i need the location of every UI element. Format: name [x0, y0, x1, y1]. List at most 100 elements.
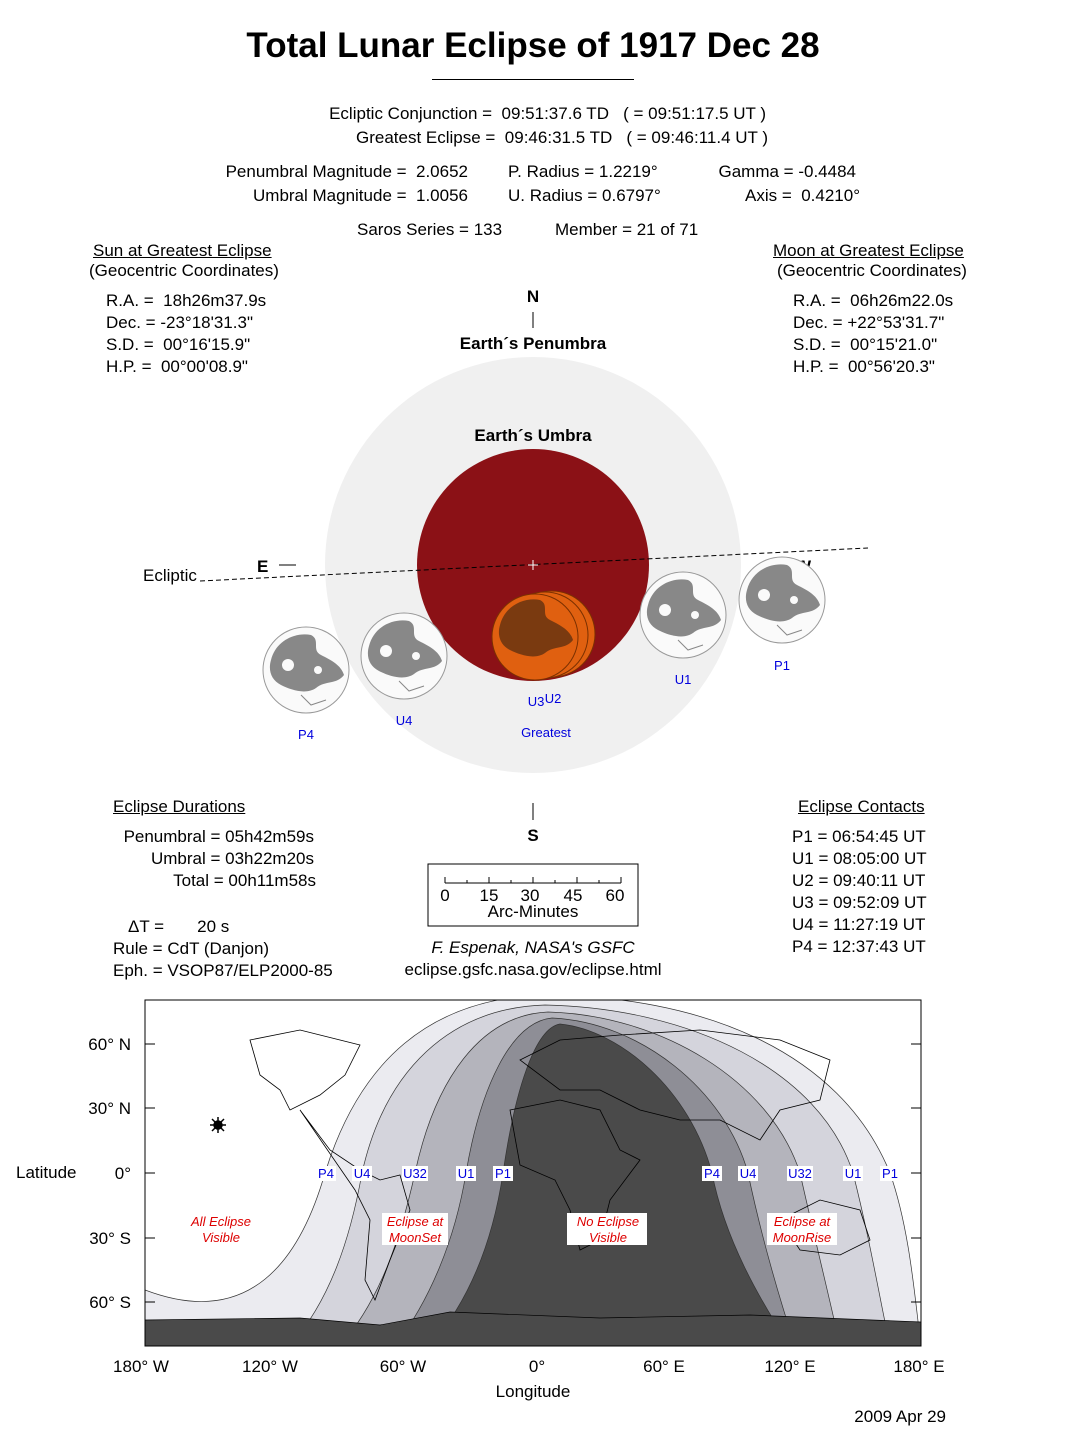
lon-180e: 180° E [893, 1357, 944, 1376]
scale-tick-60: 60 [606, 886, 625, 905]
west-contact-labels: P4 U4 U32 U1 P1 [316, 1166, 513, 1181]
u1-label: U1 [675, 672, 692, 687]
svg-text:P4: P4 [704, 1166, 720, 1181]
latitude-axis-label: Latitude [16, 1163, 77, 1182]
ephemeris: Eph. = VSOP87/ELP2000-85 [113, 961, 333, 980]
u3-label: U3 [528, 694, 545, 709]
scale-tick-15: 15 [480, 886, 499, 905]
south-label: S [527, 826, 538, 845]
contact-u4: U4 = 11:27:19 UT [792, 915, 926, 934]
delta-t: ΔT = 20 s [128, 917, 230, 936]
scale-tick-45: 45 [564, 886, 583, 905]
svg-text:P4: P4 [318, 1166, 334, 1181]
scale-tick-0: 0 [440, 886, 449, 905]
p1-label: P1 [774, 658, 790, 673]
generation-date: 2009 Apr 29 [854, 1407, 946, 1426]
umbra-label: Earth´s Umbra [474, 426, 592, 445]
umbral-magnitude: Umbral Magnitude = 1.0056 [253, 186, 468, 205]
u2-label: U2 [545, 691, 562, 706]
moon-totality [491, 590, 596, 681]
svg-text:Visible: Visible [589, 1230, 627, 1245]
gamma: Gamma = -0.4484 [718, 162, 857, 181]
conjunction-time: Ecliptic Conjunction = 09:51:37.6 TD ( =… [329, 104, 766, 123]
moon-p4 [262, 626, 350, 714]
greatest-label: Greatest [521, 725, 571, 740]
moon-subheading: (Geocentric Coordinates) [777, 261, 967, 280]
antarctica [145, 1311, 921, 1346]
saros-member: Member = 21 of 71 [555, 220, 699, 239]
lat-30n: 30° N [88, 1099, 131, 1118]
region-u3-u2 [339, 1011, 841, 1346]
region-label-moonrise: Eclipse at MoonRise [767, 1213, 837, 1245]
scale-tick-30: 30 [521, 886, 540, 905]
p4-label: P4 [298, 727, 314, 742]
lat-60n: 60° N [88, 1035, 131, 1054]
contact-u2: U2 = 09:40:11 UT [792, 871, 926, 890]
rule: Rule = CdT (Danjon) [113, 939, 270, 958]
region-label-all-visible: All Eclipse Visible [190, 1214, 251, 1245]
credit-url: eclipse.gsfc.nasa.gov/eclipse.html [404, 960, 661, 979]
contact-p4: P4 = 12:37:43 UT [792, 937, 926, 956]
ecliptic-label: Ecliptic [143, 566, 197, 585]
moon-hp: H.P. = 00°56'20.3" [793, 357, 935, 376]
svg-text:Visible: Visible [202, 1230, 240, 1245]
coastlines [249, 1029, 871, 1301]
saros-series: Saros Series = 133 [357, 220, 503, 239]
contact-u1: U1 = 08:05:00 UT [792, 849, 927, 868]
svg-text:U32: U32 [788, 1166, 812, 1181]
lat-ticks [145, 1043, 921, 1303]
moon-heading: Moon at Greatest Eclipse [773, 241, 964, 260]
sun-ra: R.A. = 18h26m37.9s [106, 291, 267, 310]
duration-umbral: Umbral = 03h22m20s [150, 849, 314, 868]
lon-120w: 120° W [242, 1357, 298, 1376]
durations-heading: Eclipse Durations [113, 797, 246, 816]
greatest-time: Greatest Eclipse = 09:46:31.5 TD ( = 09:… [355, 128, 768, 147]
region-no-eclipse [429, 1023, 791, 1346]
title-underline [432, 79, 634, 80]
sun-heading: Sun at Greatest Eclipse [93, 241, 272, 260]
contacts-heading: Eclipse Contacts [798, 797, 925, 816]
penumbra-radius: P. Radius = 1.2219° [508, 162, 658, 181]
lat-0: 0° [115, 1164, 131, 1183]
svg-text:MoonSet: MoonSet [389, 1230, 442, 1245]
duration-total: Total = 00h11m58s [173, 871, 316, 890]
u4-label: U4 [396, 713, 413, 728]
longitude-axis-label: Longitude [496, 1382, 571, 1401]
lon-60e: 60° E [643, 1357, 685, 1376]
lat-60s: 60° S [89, 1293, 131, 1312]
lon-180w: 180° W [113, 1357, 169, 1376]
svg-text:Eclipse at: Eclipse at [387, 1214, 445, 1229]
lon-60w: 60° W [380, 1357, 426, 1376]
svg-text:U32: U32 [403, 1166, 427, 1181]
eclipse-diagram: N Earth´s Penumbra Earth´s Umbra Eclipti… [143, 287, 869, 979]
moon-u1 [639, 571, 727, 659]
svg-text:All Eclipse: All Eclipse [190, 1214, 251, 1229]
north-label: N [527, 287, 539, 306]
contact-p1: P1 = 06:54:45 UT [792, 827, 926, 846]
penumbra-label: Earth´s Penumbra [460, 334, 607, 353]
sun-hp: H.P. = 00°00'08.9" [106, 357, 248, 376]
svg-text:U4: U4 [740, 1166, 757, 1181]
east-contact-labels: P4 U4 U32 U1 P1 [702, 1166, 900, 1181]
moon-p1 [738, 556, 826, 644]
lat-30s: 30° S [89, 1229, 131, 1248]
axis: Axis = 0.4210° [744, 186, 860, 205]
region-label-moonset: Eclipse at MoonSet [382, 1213, 448, 1245]
moon-u4 [360, 612, 448, 700]
moon-dec: Dec. = +22°53'31.7" [793, 313, 945, 332]
umbra-radius: U. Radius = 0.6797° [508, 186, 661, 205]
sun-sd: S.D. = 00°16'15.9" [106, 335, 251, 354]
page-title: Total Lunar Eclipse of 1917 Dec 28 [246, 26, 820, 65]
credit-author: F. Espenak, NASA's GSFC [431, 938, 635, 957]
region-u4-u1 [289, 1004, 891, 1346]
sun-dec: Dec. = -23°18'31.3" [106, 313, 253, 332]
region-u1-u4 [394, 1017, 796, 1346]
east-label: E [257, 557, 268, 576]
scale-unit: Arc-Minutes [488, 902, 579, 921]
svg-text:MoonRise: MoonRise [773, 1230, 832, 1245]
svg-text:P1: P1 [495, 1166, 511, 1181]
subsolar-point [210, 1117, 226, 1133]
svg-text:U4: U4 [354, 1166, 371, 1181]
map-frame [144, 999, 922, 1347]
